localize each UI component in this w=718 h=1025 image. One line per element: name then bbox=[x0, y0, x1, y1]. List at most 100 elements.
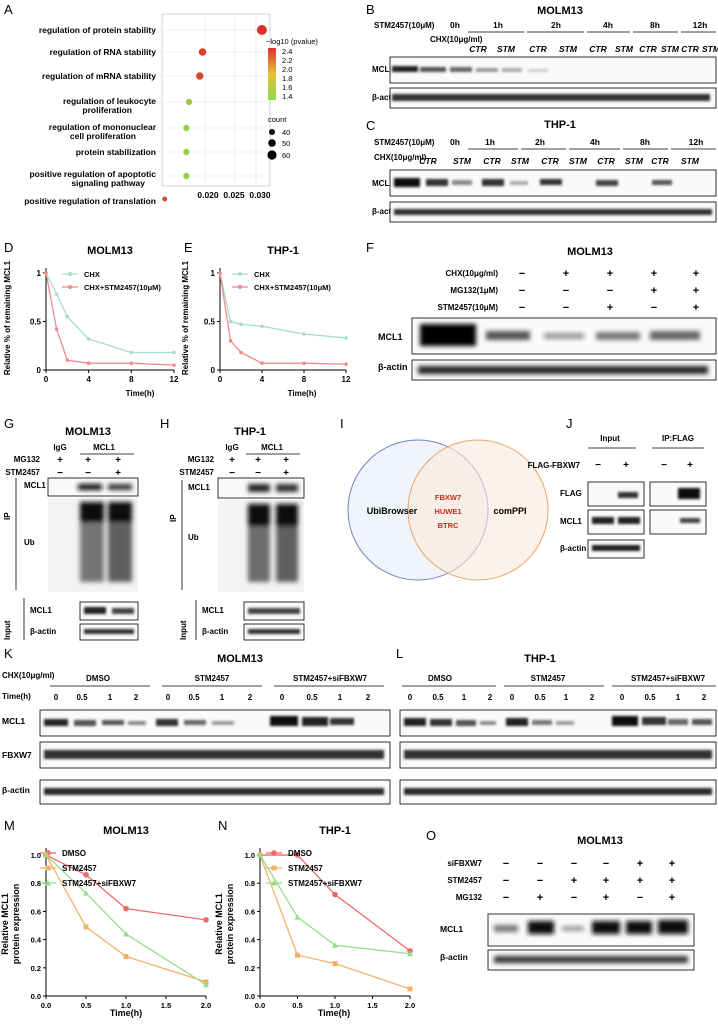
y-tick-label: 0.5 bbox=[30, 317, 42, 326]
y-axis-label: Relative % of remaining MCL1 bbox=[3, 260, 12, 375]
legend-title: −log10 (pvalue) bbox=[266, 37, 318, 46]
panel-o: MOLM13 siFBXW7 STM2457 MG132 −−−−++−−+++… bbox=[440, 835, 695, 971]
panel-c-title: THP-1 bbox=[544, 119, 576, 131]
y-tick-label: 0.2 bbox=[245, 964, 255, 973]
y-tick-label: 0.6 bbox=[31, 907, 41, 916]
svg-text:2.2: 2.2 bbox=[282, 56, 292, 65]
time-point: 2 bbox=[702, 693, 707, 702]
svg-text:MCL1: MCL1 bbox=[440, 924, 463, 934]
go-term-label: regulation of RNA stability bbox=[50, 47, 157, 57]
panel-b: MOLM13 STM2457(10μM) CHX(10μg/ml) 0h 1h … bbox=[372, 5, 718, 109]
time-point: 0 bbox=[408, 693, 413, 702]
data-point bbox=[123, 930, 129, 937]
time-point: 0.5 bbox=[188, 693, 200, 702]
svg-text:CTR: CTR bbox=[639, 44, 657, 54]
y-axis-label: Relative MCL1 bbox=[214, 893, 224, 955]
data-point bbox=[54, 292, 59, 297]
row-label-stm: STM2457(10μM) bbox=[374, 21, 435, 30]
treatment-sign: + bbox=[537, 892, 543, 904]
svg-text:STM2457: STM2457 bbox=[179, 468, 214, 477]
svg-text:MG132: MG132 bbox=[456, 893, 483, 902]
series-line bbox=[45, 854, 207, 921]
blot-label: β-actin bbox=[372, 93, 398, 102]
x-axis-label: Time(h) bbox=[288, 389, 317, 398]
time-label: 12h bbox=[693, 20, 708, 30]
data-point bbox=[294, 914, 301, 920]
svg-text:MCL1: MCL1 bbox=[24, 481, 46, 490]
svg-text:1.8: 1.8 bbox=[282, 74, 292, 83]
venn-overlap-gene: FBXW7 bbox=[435, 493, 461, 502]
series-line bbox=[45, 272, 175, 366]
data-point bbox=[407, 986, 413, 992]
svg-text:+: + bbox=[85, 455, 91, 466]
row-label-stm: STM2457(10μM) bbox=[374, 138, 435, 147]
y-tick-label: 0.2 bbox=[31, 964, 41, 973]
svg-text:STM2457: STM2457 bbox=[195, 674, 230, 683]
svg-text:IgG: IgG bbox=[53, 443, 66, 452]
panel-letter-e: E bbox=[184, 240, 193, 255]
data-point bbox=[257, 852, 263, 858]
data-point bbox=[260, 324, 264, 329]
time-point: 0 bbox=[510, 693, 515, 702]
panel-a-grid bbox=[162, 14, 270, 186]
svg-text:siFBXW7: siFBXW7 bbox=[447, 859, 482, 868]
x-axis-label: Time(h) bbox=[318, 1008, 350, 1018]
panel-letter-b: B bbox=[366, 2, 375, 17]
x-tick-label: 1.5 bbox=[161, 1001, 171, 1010]
treatment-sign: + bbox=[669, 892, 675, 904]
svg-text:4h: 4h bbox=[590, 137, 600, 147]
series-line bbox=[45, 854, 207, 986]
go-term-dot bbox=[183, 124, 190, 132]
svg-text:+: + bbox=[623, 460, 629, 471]
x-tick-label: 0.5 bbox=[81, 1001, 91, 1010]
svg-text:+: + bbox=[283, 455, 289, 466]
time-point: 1 bbox=[462, 693, 467, 702]
svg-text:MCL1: MCL1 bbox=[202, 606, 224, 615]
panel-letter-g: G bbox=[4, 416, 14, 431]
treatment-sign: + bbox=[603, 875, 609, 887]
y-tick-label: 1 bbox=[211, 269, 216, 278]
y-tick-label: 0.8 bbox=[245, 879, 255, 888]
data-point bbox=[65, 358, 70, 363]
x-tick-label: 0.5 bbox=[292, 1001, 302, 1010]
treatment-sign: − bbox=[563, 285, 569, 297]
svg-text:1.6: 1.6 bbox=[282, 83, 292, 92]
svg-text:IP: IP bbox=[3, 512, 12, 520]
svg-text:MCL1: MCL1 bbox=[93, 443, 115, 452]
x-axis-label: Time(h) bbox=[110, 1008, 142, 1018]
pvalue-colorbar bbox=[268, 48, 276, 100]
panel-letter-c: C bbox=[366, 118, 375, 133]
time-label: 4h bbox=[603, 20, 613, 30]
treatment-sign: + bbox=[693, 302, 699, 314]
svg-text:Input: Input bbox=[179, 620, 188, 640]
panel-letter-m: M bbox=[4, 818, 15, 833]
svg-text:CHX(10μg/ml): CHX(10μg/ml) bbox=[446, 269, 499, 278]
go-term-dot bbox=[183, 172, 190, 180]
svg-text:8h: 8h bbox=[640, 137, 650, 147]
svg-text:−: − bbox=[255, 468, 261, 479]
x-tick-label: 12 bbox=[342, 375, 351, 384]
svg-text:CHX(10μg/ml): CHX(10μg/ml) bbox=[2, 671, 55, 680]
time-point: 1 bbox=[564, 693, 569, 702]
x-tick-label: 12 bbox=[170, 375, 179, 384]
venn-label-left: UbiBrowser bbox=[367, 506, 418, 516]
legend-label: CHX bbox=[254, 270, 270, 279]
data-point bbox=[218, 271, 222, 275]
data-point bbox=[228, 339, 233, 343]
series-line bbox=[45, 272, 174, 354]
svg-text:+: + bbox=[57, 455, 63, 466]
svg-text:Input: Input bbox=[600, 434, 620, 443]
treatment-sign: + bbox=[693, 268, 699, 280]
x-tick-label: 0 bbox=[44, 375, 49, 384]
panel-letter-n: N bbox=[218, 818, 227, 833]
x-axis-label: Time(h) bbox=[126, 389, 155, 398]
go-term-label: regulation of mRNA stability bbox=[42, 71, 156, 81]
svg-text:STM: STM bbox=[661, 44, 680, 54]
svg-text:DMSO: DMSO bbox=[428, 674, 452, 683]
treatment-sign: + bbox=[603, 892, 609, 904]
svg-text:1.4: 1.4 bbox=[282, 92, 292, 101]
x-tick-label: 4 bbox=[86, 375, 91, 384]
treatment-sign: − bbox=[651, 302, 657, 314]
treatment-sign: + bbox=[669, 875, 675, 887]
go-term-label: positive regulation of apoptotic bbox=[29, 169, 156, 179]
